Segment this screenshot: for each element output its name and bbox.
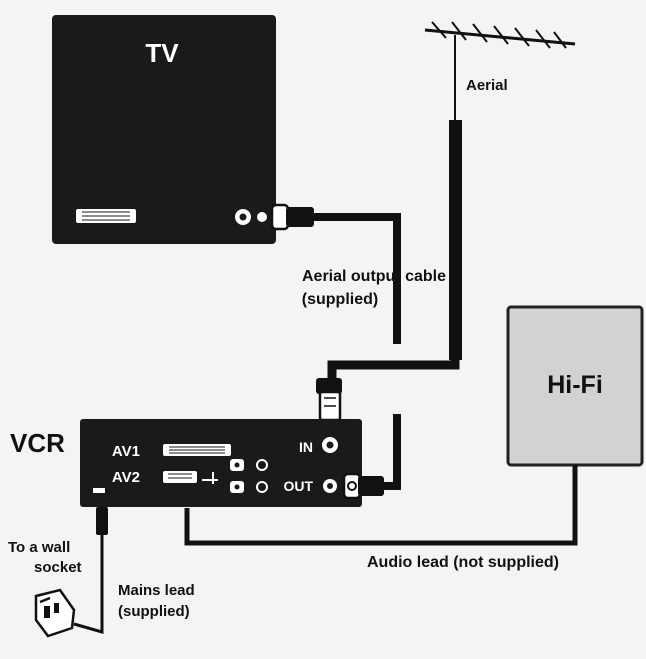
aerial-label: Aerial	[466, 77, 508, 94]
mains-lead-label-line2: (supplied)	[118, 603, 190, 620]
out-plug-icon	[342, 472, 384, 500]
in-plug-icon	[316, 378, 342, 422]
audio-lead-cable	[184, 465, 578, 546]
wall-plug-icon	[34, 588, 76, 638]
wall-socket-label-line2: socket	[34, 559, 82, 576]
tv: TV	[52, 15, 276, 244]
audio-lead-label: Audio lead (not supplied)	[367, 554, 559, 571]
hifi: Hi-Fi	[506, 305, 644, 467]
mains-lead-label-line1: Mains lead	[118, 582, 195, 599]
aerial-mast	[449, 120, 462, 360]
vcr-av2-scart	[163, 471, 197, 483]
vcr-out-label: OUT	[283, 478, 313, 494]
vcr-av2-label: AV2	[112, 469, 140, 486]
vcr-in-label: IN	[299, 439, 313, 455]
aerial-lead-cable	[327, 355, 460, 393]
vcr: AV1 AV2 IN OUT	[80, 419, 362, 507]
vcr-mains-socket	[93, 488, 105, 493]
tv-label: TV	[145, 38, 179, 68]
vcr-audio-jacks	[230, 459, 268, 493]
aerial-output-cable-label-line2: (supplied)	[302, 291, 378, 308]
vcr-av1-label: AV1	[112, 443, 140, 460]
mains-lead	[73, 507, 108, 634]
aerial-antenna-icon	[424, 21, 576, 120]
aerial-output-cable	[312, 213, 401, 490]
wall-socket-label-line1: To a wall	[8, 539, 70, 556]
tv-plug-icon	[270, 203, 314, 231]
aerial-output-cable-label-line1: Aerial output cable	[302, 268, 446, 285]
vcr-label: VCR	[10, 428, 65, 458]
hifi-label: Hi-Fi	[547, 371, 603, 399]
